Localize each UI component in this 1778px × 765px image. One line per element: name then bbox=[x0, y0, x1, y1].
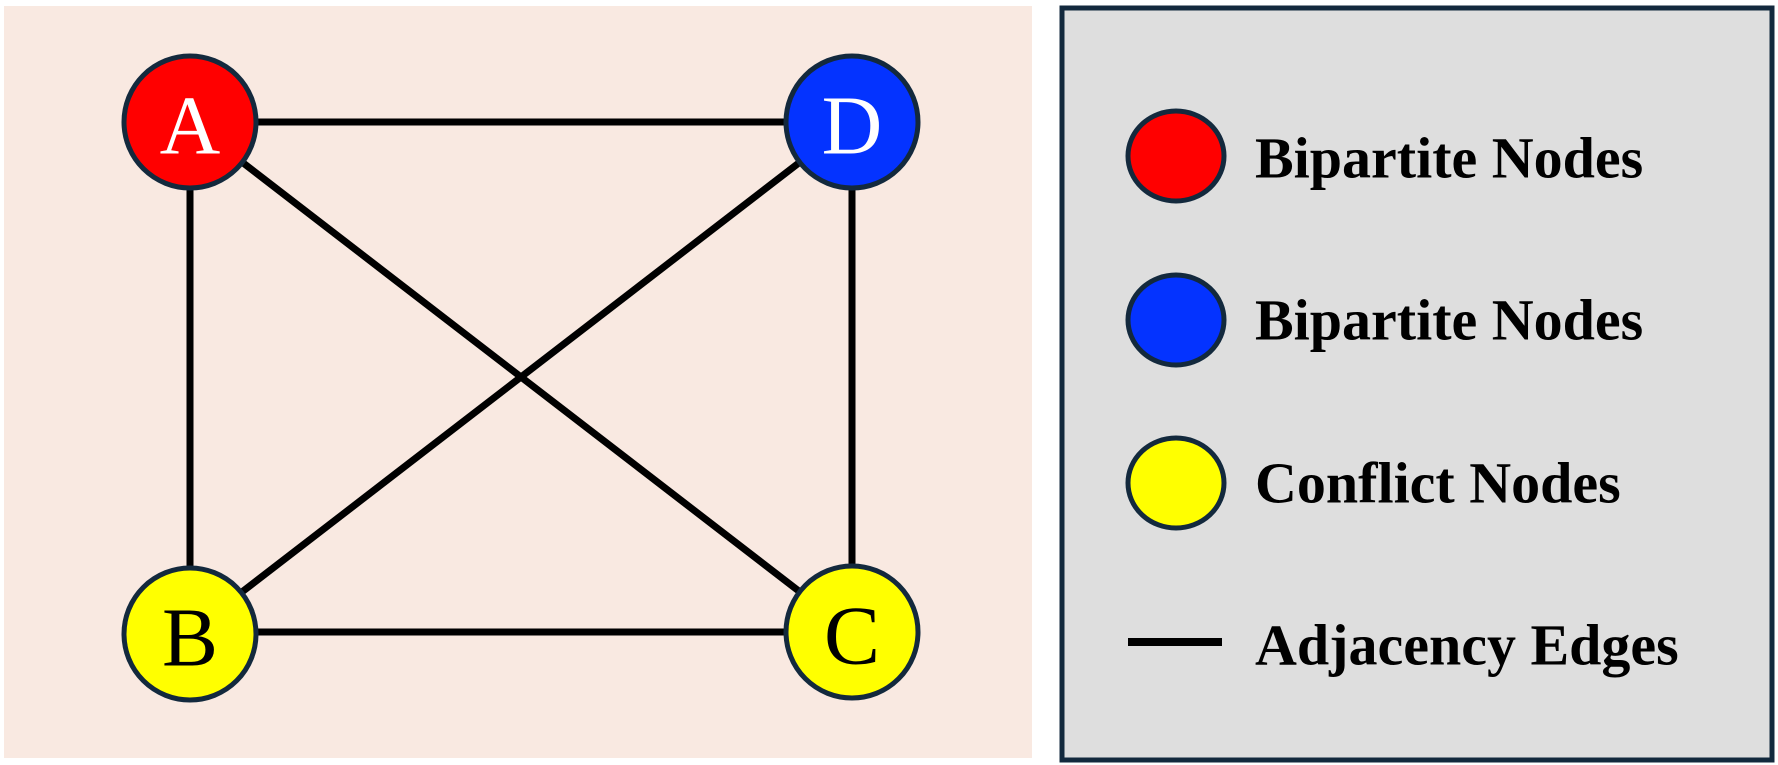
node-b: B bbox=[121, 565, 259, 703]
node-d-circle bbox=[783, 53, 921, 191]
legend-label-blue: Bipartite Nodes bbox=[1255, 288, 1643, 353]
node-b-label: B bbox=[162, 592, 218, 685]
node-d: D bbox=[783, 53, 921, 191]
node-a-circle bbox=[121, 53, 259, 191]
legend-item-blue: Bipartite Nodes bbox=[1125, 272, 1643, 368]
graph-edges bbox=[186, 118, 856, 636]
graph-panel: A D B C bbox=[4, 6, 1032, 758]
node-d-label: D bbox=[822, 80, 883, 173]
legend-label-edge: Adjacency Edges bbox=[1255, 613, 1679, 678]
legend-item-red: Bipartite Nodes bbox=[1125, 108, 1643, 204]
node-b-circle bbox=[121, 565, 259, 703]
legend-red-circle-icon bbox=[1125, 108, 1227, 204]
node-a-label: A bbox=[160, 80, 221, 173]
legend-yellow-circle-icon bbox=[1125, 435, 1227, 531]
node-a: A bbox=[121, 53, 259, 191]
edge-d-b bbox=[187, 119, 855, 635]
legend-label-yellow: Conflict Nodes bbox=[1255, 451, 1621, 516]
node-c-label: C bbox=[824, 590, 880, 683]
node-c-circle bbox=[783, 563, 921, 701]
legend-blue-circle-icon bbox=[1125, 272, 1227, 368]
legend-label-red: Bipartite Nodes bbox=[1255, 126, 1643, 191]
graph-nodes: A D B C bbox=[121, 53, 921, 703]
legend-item-edge: Adjacency Edges bbox=[1128, 613, 1679, 678]
node-c: C bbox=[783, 563, 921, 701]
legend-item-yellow: Conflict Nodes bbox=[1125, 435, 1621, 531]
legend-panel: Bipartite Nodes Bipartite Nodes Conflict… bbox=[1059, 5, 1775, 763]
